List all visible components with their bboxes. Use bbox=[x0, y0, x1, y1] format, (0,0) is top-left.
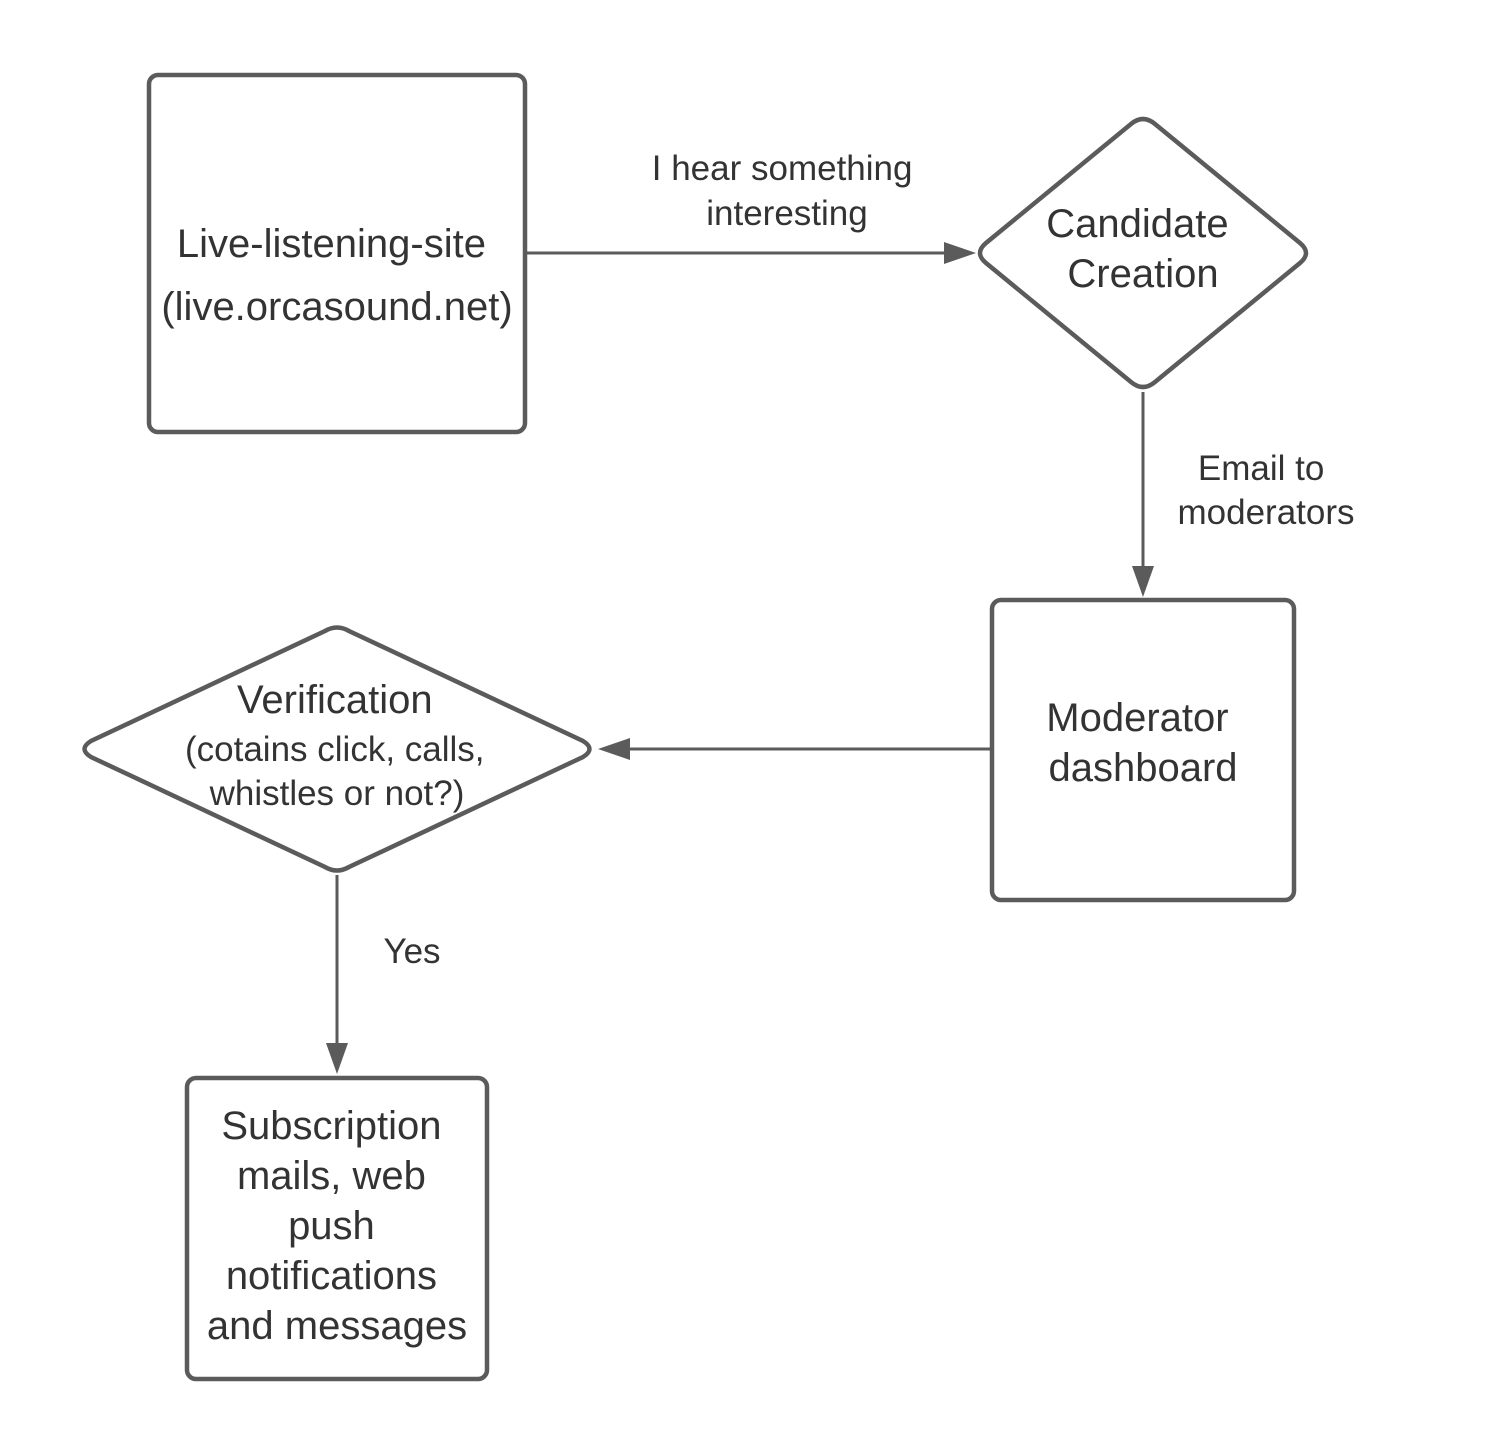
node-label-line: Moderator bbox=[1046, 696, 1228, 740]
node-subscription-label: Subscription mails, web push notificatio… bbox=[207, 1104, 467, 1348]
node-label-line: Verification bbox=[237, 678, 433, 722]
node-candidate-creation-diamond bbox=[977, 116, 1309, 390]
edge-label-line: I hear something bbox=[652, 149, 913, 188]
node-label-line: push bbox=[288, 1204, 375, 1248]
edge-label-line: Email to bbox=[1198, 449, 1324, 488]
node-label-line: (live.orcasound.net) bbox=[161, 285, 512, 329]
edge-label-yes: Yes bbox=[383, 932, 440, 971]
node-live-listening-site-label: Live-listening-site (live.orcasound.net) bbox=[161, 222, 512, 329]
edge-live-to-candidate bbox=[527, 242, 976, 264]
edge-label-line: moderators bbox=[1177, 493, 1354, 532]
node-subscription: Subscription mails, web push notificatio… bbox=[184, 1075, 490, 1382]
node-label-line: Live-listening-site bbox=[177, 222, 486, 266]
edge-label-line: interesting bbox=[706, 194, 867, 233]
arrowhead-left-icon bbox=[598, 738, 630, 760]
arrowhead-down-icon bbox=[1132, 566, 1154, 597]
edge-moderator-to-verification bbox=[598, 738, 990, 760]
edge-label-line: Yes bbox=[383, 932, 440, 971]
node-label-line: Subscription bbox=[221, 1104, 441, 1148]
node-label-line: Candidate bbox=[1046, 202, 1228, 246]
node-label-line: Creation bbox=[1067, 252, 1218, 296]
node-moderator-dashboard-box bbox=[989, 597, 1297, 903]
arrowhead-down-icon bbox=[326, 1043, 348, 1074]
node-live-listening-site-box bbox=[146, 72, 528, 435]
node-label-line: whistles or not?) bbox=[209, 774, 465, 813]
node-moderator-dashboard-label: Moderator dashboard bbox=[1046, 696, 1239, 790]
node-moderator-dashboard: Moderator dashboard bbox=[989, 597, 1297, 903]
node-label-line: (cotains click, calls, bbox=[185, 730, 485, 769]
node-label-line: and messages bbox=[207, 1304, 467, 1348]
edge-verification-to-subscription bbox=[326, 875, 348, 1074]
node-label-line: notifications bbox=[226, 1254, 437, 1298]
edge-label-i-hear-something: I hear something interesting bbox=[652, 149, 922, 233]
node-label-line: mails, web bbox=[237, 1154, 426, 1198]
node-candidate-creation: Candidate Creation bbox=[977, 116, 1309, 390]
node-verification-diamond bbox=[82, 625, 592, 873]
arrowhead-right-icon bbox=[944, 242, 976, 264]
node-candidate-creation-label: Candidate Creation bbox=[1046, 202, 1240, 296]
node-verification-label: Verification (cotains click, calls, whis… bbox=[185, 678, 489, 813]
node-live-listening-site: Live-listening-site (live.orcasound.net) bbox=[146, 72, 528, 435]
node-verification: Verification (cotains click, calls, whis… bbox=[82, 625, 592, 873]
node-subscription-box bbox=[184, 1075, 490, 1382]
node-label-line: dashboard bbox=[1048, 746, 1237, 790]
edge-candidate-to-moderator bbox=[1132, 392, 1154, 597]
edge-label-email-to-moderators: Email to moderators bbox=[1177, 449, 1354, 532]
